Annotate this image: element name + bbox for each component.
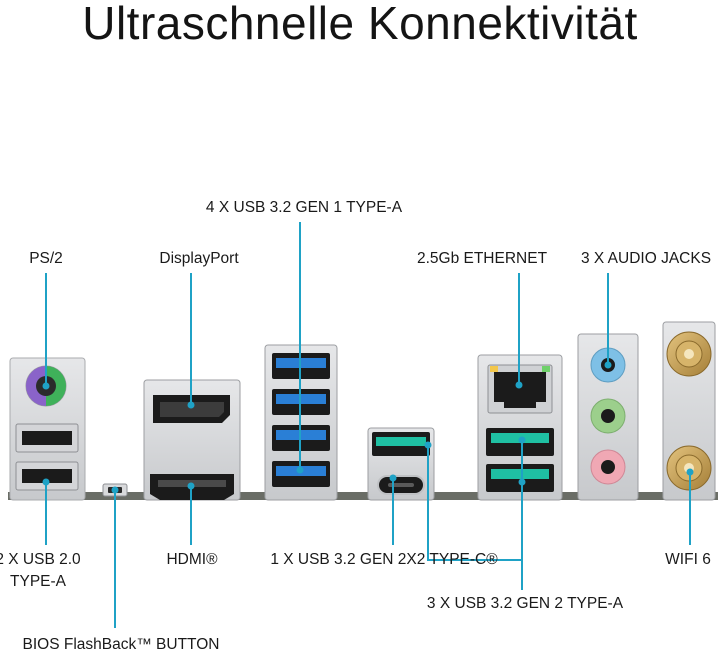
leader-dots: [42, 361, 694, 494]
label-hdmi: HDMI®: [166, 551, 218, 568]
label-usbc: 1 X USB 3.2 GEN 2X2 TYPE-C®: [270, 551, 498, 568]
label-usb20-line2: TYPE-A: [10, 573, 66, 590]
leader-lines: [45, 222, 691, 628]
usb20-port-2: [22, 469, 72, 483]
label-usb-gen1: 4 X USB 3.2 GEN 1 TYPE-A: [205, 199, 403, 216]
usbc-gen2-stack: [367, 427, 435, 501]
label-usb-gen2: 3 X USB 3.2 GEN 2 TYPE-A: [426, 595, 624, 612]
ps2-usb20-stack: [9, 357, 86, 501]
label-usb20-line1: 2 X USB 2.0: [0, 551, 81, 568]
ethernet-port: [494, 372, 546, 408]
label-displayport: DisplayPort: [159, 250, 239, 267]
page-title: Ultraschnelle Konnektivität: [82, 0, 638, 49]
wifi-antenna-stack: [662, 321, 716, 501]
usb20-port-1: [22, 431, 72, 445]
label-wifi: WIFI 6: [665, 551, 711, 568]
panel-base: [8, 492, 718, 500]
ethernet-usb-stack: [477, 354, 563, 501]
label-audio-jacks: 3 X AUDIO JACKS: [580, 250, 712, 267]
label-ps2: PS/2: [29, 250, 63, 267]
audio-jacks-stack: [577, 333, 639, 501]
label-bios-flashback: BIOS FlashBack™ BUTTON: [22, 636, 220, 653]
label-ethernet: 2.5Gb ETHERNET: [416, 250, 548, 267]
